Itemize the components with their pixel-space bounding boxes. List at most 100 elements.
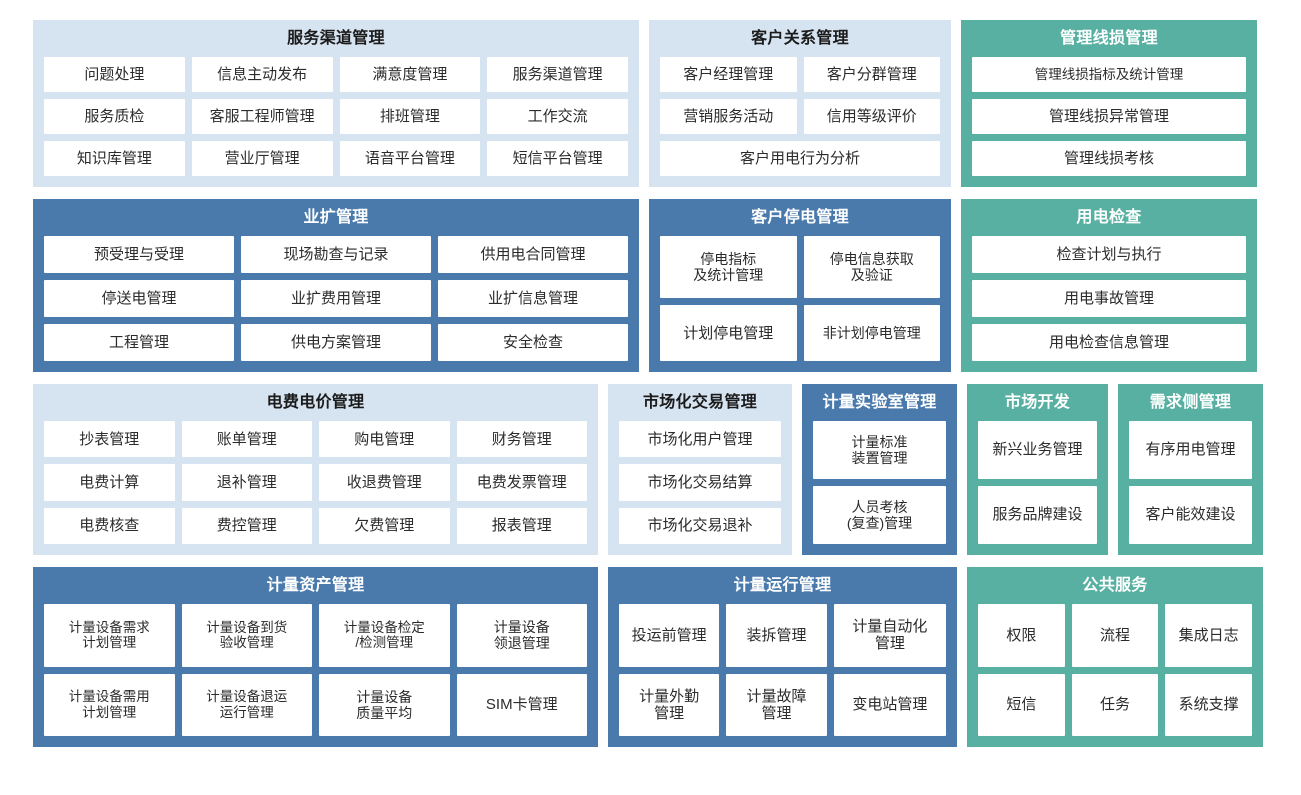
module-tile[interactable]: 客户用电行为分析 xyxy=(660,141,940,176)
module-tile[interactable]: 满意度管理 xyxy=(339,57,481,92)
panel-row-1: 服务渠道管理问题处理信息主动发布满意度管理服务渠道管理服务质检客服工程师管理排班… xyxy=(33,20,1268,187)
module-tile[interactable]: 财务管理 xyxy=(456,421,587,458)
module-tile[interactable]: 停电指标 及统计管理 xyxy=(660,236,797,299)
module-tile[interactable]: 新兴业务管理 xyxy=(978,421,1097,479)
module-tile[interactable]: 计量标准 装置管理 xyxy=(813,421,946,479)
module-tile[interactable]: 市场化用户管理 xyxy=(619,421,781,458)
panel-title-electricity-fee-price-management: 电费电价管理 xyxy=(266,394,365,411)
panel-title-market-trading-management: 市场化交易管理 xyxy=(642,394,758,411)
tile-grid-market-development: 新兴业务管理服务品牌建设 xyxy=(978,421,1097,544)
panel-title-management-line-loss-management: 管理线损管理 xyxy=(1060,30,1158,47)
module-tile[interactable]: 计量设备检定 /检测管理 xyxy=(319,604,450,667)
module-tile[interactable]: 管理线损考核 xyxy=(972,141,1246,176)
module-tile[interactable]: 权限 xyxy=(978,604,1065,667)
module-tile[interactable]: 停电信息获取 及验证 xyxy=(803,236,940,299)
module-tile[interactable]: 电费发票管理 xyxy=(456,464,587,501)
module-tile[interactable]: 排班管理 xyxy=(339,99,481,134)
module-tile[interactable]: 收退费管理 xyxy=(319,464,450,501)
module-tile[interactable]: 工作交流 xyxy=(487,99,628,134)
module-tile[interactable]: 服务渠道管理 xyxy=(487,57,628,92)
module-tile[interactable]: 计量设备需求 计划管理 xyxy=(44,604,175,667)
module-tile[interactable]: 账单管理 xyxy=(181,421,312,458)
module-tile[interactable]: 客户能效建设 xyxy=(1129,486,1252,544)
module-tile[interactable]: 购电管理 xyxy=(319,421,450,458)
panel-row-2: 业扩管理预受理与受理现场勘查与记录供用电合同管理停送电管理业扩费用管理业扩信息管… xyxy=(33,199,1268,372)
panel-row-4: 计量资产管理计量设备需求 计划管理计量设备到货 验收管理计量设备检定 /检测管理… xyxy=(33,567,1268,747)
module-tile[interactable]: 集成日志 xyxy=(1165,604,1252,667)
module-tile[interactable]: 停送电管理 xyxy=(44,280,234,317)
module-tile[interactable]: 费控管理 xyxy=(181,507,312,544)
module-tile[interactable]: 服务品牌建设 xyxy=(978,486,1097,544)
module-tile[interactable]: 市场化交易结算 xyxy=(619,464,781,501)
panel-customer-outage-management: 客户停电管理停电指标 及统计管理停电信息获取 及验证计划停电管理非计划停电管理 xyxy=(649,199,951,372)
panel-row-3: 电费电价管理抄表管理账单管理购电管理财务管理电费计算退补管理收退费管理电费发票管… xyxy=(33,384,1268,555)
module-tile[interactable]: 计量设备 质量平均 xyxy=(319,673,450,736)
module-tile[interactable]: 业扩费用管理 xyxy=(241,280,431,317)
module-tile[interactable]: 短信 xyxy=(978,673,1065,736)
module-tile[interactable]: 人员考核 (复查)管理 xyxy=(813,486,946,544)
module-tile[interactable]: 退补管理 xyxy=(181,464,312,501)
module-tile[interactable]: 短信平台管理 xyxy=(487,141,628,176)
module-tile[interactable]: 计划停电管理 xyxy=(660,305,797,361)
module-tile[interactable]: 变电站管理 xyxy=(833,673,946,736)
module-tile[interactable]: 计量设备 领退管理 xyxy=(456,604,587,667)
module-tile[interactable]: 客户经理管理 xyxy=(660,57,797,92)
panel-title-business-expansion-management: 业扩管理 xyxy=(303,209,369,226)
module-tile[interactable]: 工程管理 xyxy=(44,324,234,361)
module-tile[interactable]: 供用电合同管理 xyxy=(438,236,628,273)
module-tile[interactable]: 任务 xyxy=(1071,673,1159,736)
module-tile[interactable]: 抄表管理 xyxy=(44,421,175,458)
module-tile[interactable]: 计量故障 管理 xyxy=(726,673,827,736)
module-tile[interactable]: 计量设备退运 运行管理 xyxy=(181,673,312,736)
module-tile[interactable]: SIM卡管理 xyxy=(456,673,587,736)
panel-title-metering-operation-management: 计量运行管理 xyxy=(733,577,832,594)
module-tile[interactable]: 有序用电管理 xyxy=(1129,421,1252,479)
panel-title-metering-laboratory-management: 计量实验室管理 xyxy=(822,394,937,411)
module-tile[interactable]: 客户分群管理 xyxy=(803,57,940,92)
module-tile[interactable]: 安全检查 xyxy=(438,324,628,361)
module-tile[interactable]: 系统支撑 xyxy=(1165,673,1252,736)
panel-business-expansion-management: 业扩管理预受理与受理现场勘查与记录供用电合同管理停送电管理业扩费用管理业扩信息管… xyxy=(33,199,639,372)
panel-title-service-channel-management: 服务渠道管理 xyxy=(287,30,385,47)
module-tile[interactable]: 知识库管理 xyxy=(44,141,185,176)
panel-title-metering-asset-management: 计量资产管理 xyxy=(266,577,365,594)
module-tile[interactable]: 用电检查信息管理 xyxy=(972,324,1246,361)
module-tile[interactable]: 预受理与受理 xyxy=(44,236,234,273)
module-tile[interactable]: 管理线损指标及统计管理 xyxy=(972,57,1246,92)
module-tile[interactable]: 市场化交易退补 xyxy=(619,507,781,544)
module-tile[interactable]: 现场勘查与记录 xyxy=(241,236,431,273)
module-tile[interactable]: 问题处理 xyxy=(44,57,185,92)
module-tile[interactable]: 语音平台管理 xyxy=(339,141,481,176)
module-tile[interactable]: 信用等级评价 xyxy=(803,99,940,134)
module-tile[interactable]: 报表管理 xyxy=(456,507,587,544)
module-tile[interactable]: 信息主动发布 xyxy=(191,57,333,92)
module-tile[interactable]: 装拆管理 xyxy=(726,604,827,667)
tile-grid-demand-side-management: 有序用电管理客户能效建设 xyxy=(1129,421,1252,544)
module-tile[interactable]: 非计划停电管理 xyxy=(803,305,940,361)
module-tile[interactable]: 计量自动化 管理 xyxy=(833,604,946,667)
tile-grid-metering-asset-management: 计量设备需求 计划管理计量设备到货 验收管理计量设备检定 /检测管理计量设备 领… xyxy=(44,604,587,736)
module-tile[interactable]: 投运前管理 xyxy=(619,604,720,667)
panel-demand-side-management: 需求侧管理有序用电管理客户能效建设 xyxy=(1118,384,1263,555)
module-tile[interactable]: 管理线损异常管理 xyxy=(972,99,1246,134)
module-tile[interactable]: 检查计划与执行 xyxy=(972,236,1246,273)
module-tile[interactable]: 电费核查 xyxy=(44,507,175,544)
module-tile[interactable]: 流程 xyxy=(1071,604,1159,667)
module-tile[interactable]: 业扩信息管理 xyxy=(438,280,628,317)
tile-grid-customer-relationship-management: 客户经理管理客户分群管理营销服务活动信用等级评价客户用电行为分析 xyxy=(660,57,940,176)
module-tile[interactable]: 客服工程师管理 xyxy=(191,99,333,134)
panel-public-service: 公共服务权限流程集成日志短信任务系统支撑 xyxy=(967,567,1263,747)
module-tile[interactable]: 计量设备需用 计划管理 xyxy=(44,673,175,736)
module-tile[interactable]: 计量设备到货 验收管理 xyxy=(181,604,312,667)
module-tile[interactable]: 计量外勤 管理 xyxy=(619,673,720,736)
tile-grid-public-service: 权限流程集成日志短信任务系统支撑 xyxy=(978,604,1252,736)
panel-title-public-service: 公共服务 xyxy=(1082,577,1148,594)
tile-grid-business-expansion-management: 预受理与受理现场勘查与记录供用电合同管理停送电管理业扩费用管理业扩信息管理工程管… xyxy=(44,236,628,361)
module-tile[interactable]: 营业厅管理 xyxy=(191,141,333,176)
module-tile[interactable]: 服务质检 xyxy=(44,99,185,134)
module-tile[interactable]: 电费计算 xyxy=(44,464,175,501)
module-tile[interactable]: 欠费管理 xyxy=(319,507,450,544)
module-tile[interactable]: 营销服务活动 xyxy=(660,99,797,134)
module-tile[interactable]: 供电方案管理 xyxy=(241,324,431,361)
module-tile[interactable]: 用电事故管理 xyxy=(972,280,1246,317)
